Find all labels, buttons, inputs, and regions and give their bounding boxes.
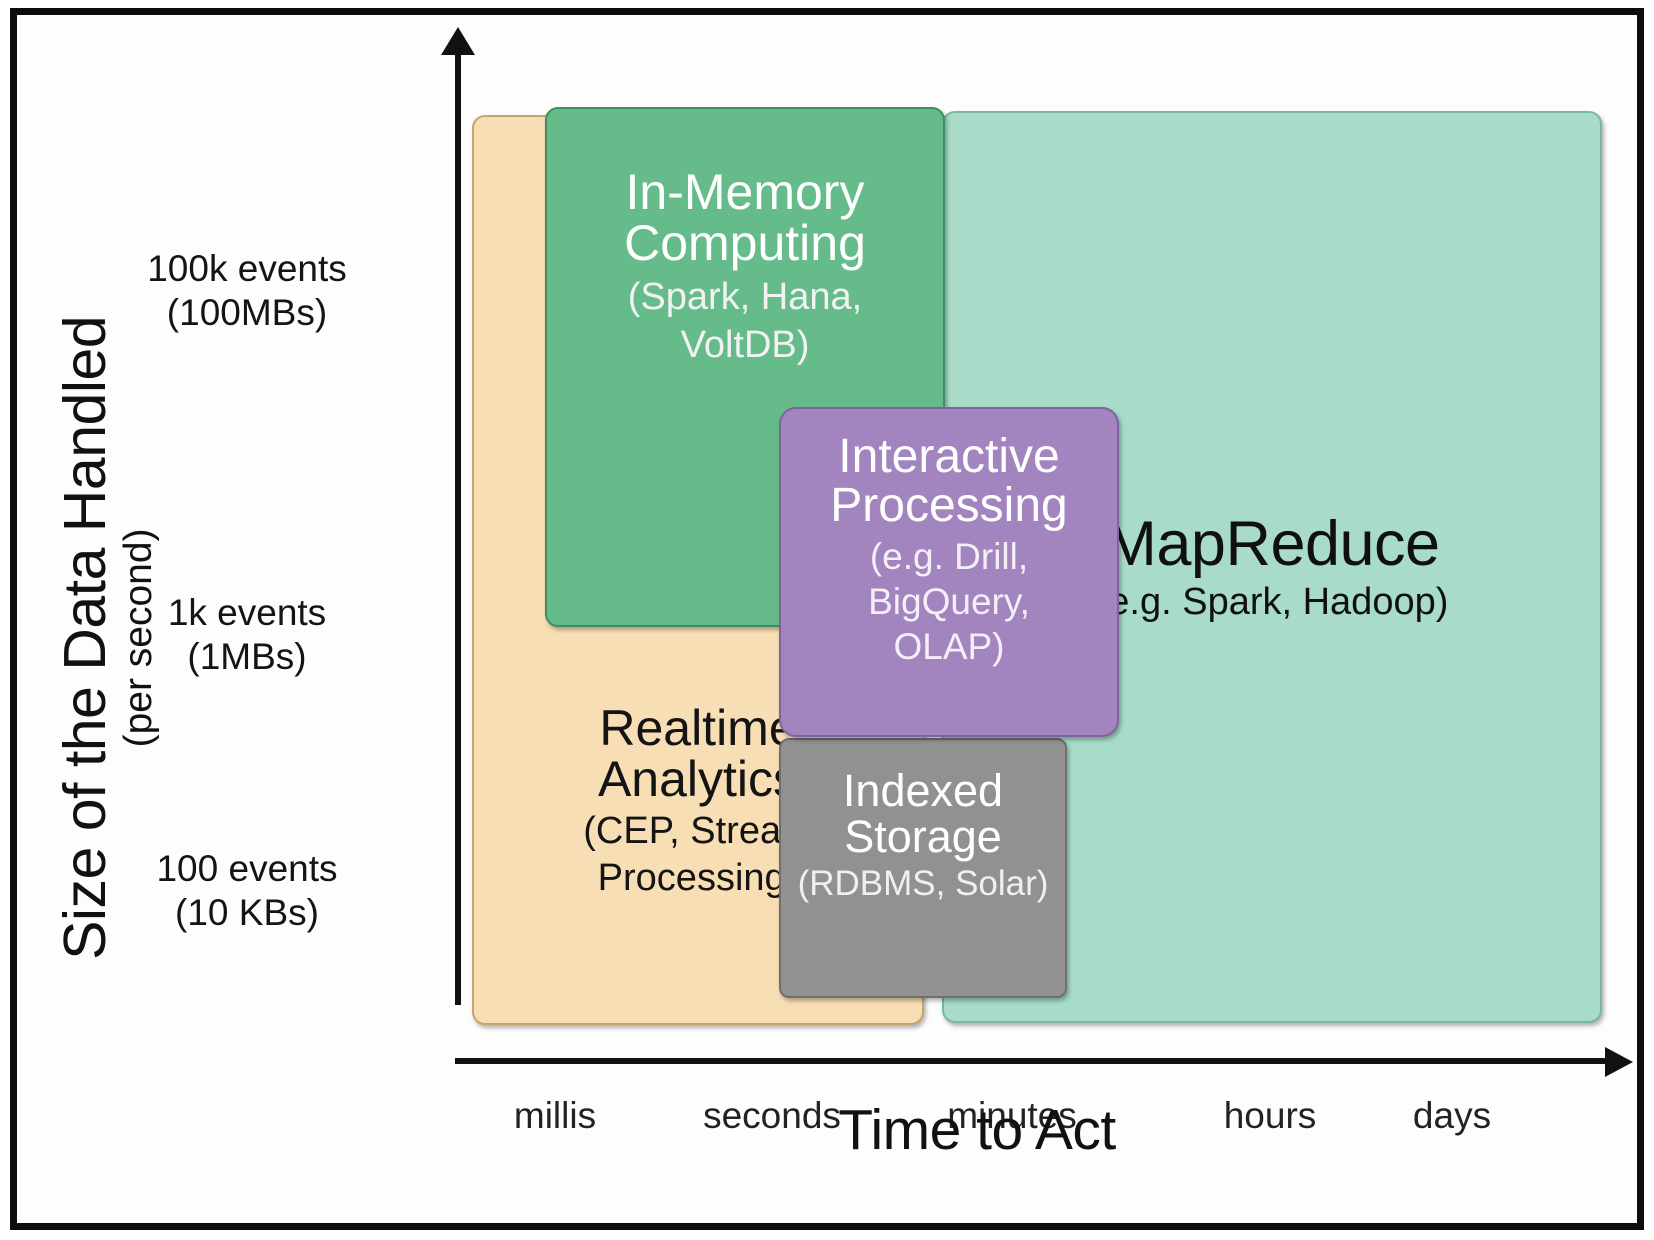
y-tick-100-events: 100 events (10 KBs) <box>82 847 412 936</box>
region-interactive-processing[interactable]: Interactive Processing (e.g. Drill, BigQ… <box>779 407 1119 737</box>
region-realtime-analytics-title-line1: Realtime <box>599 700 797 757</box>
y-tick-1k-events: 1k events (1MBs) <box>82 591 412 680</box>
y-tick-100-events-line1: 100 events <box>156 848 338 889</box>
region-in-memory-computing-title-line2: Computing <box>624 215 866 271</box>
region-realtime-analytics-sub-line2: Processing) <box>597 856 799 899</box>
x-axis-line <box>455 1058 1612 1064</box>
region-in-memory-computing-sub-line2: VoltDB) <box>680 324 810 367</box>
region-mapreduce-title-line1: MapReduce <box>1104 508 1440 579</box>
y-tick-100k-events: 100k events (100MBs) <box>82 247 412 336</box>
y-tick-1k-events-line2: (1MBs) <box>187 636 307 678</box>
y-tick-100k-events-line2: (100MBs) <box>166 292 328 334</box>
region-interactive-processing-sub-line3: OLAP) <box>893 626 1005 668</box>
y-tick-1k-events-line1: 1k events <box>167 592 327 633</box>
x-tick-days: days <box>1412 1095 1492 1136</box>
region-indexed-storage-sub-line1: (RDBMS, Solar) <box>797 863 1049 903</box>
region-mapreduce-sub-line1: (e.g. Spark, Hadoop) <box>1095 580 1449 623</box>
region-interactive-processing-title-line2: Processing <box>830 478 1068 532</box>
region-indexed-storage-title-line2: Storage <box>844 810 1002 862</box>
y-tick-100k-events-line1: 100k events <box>147 248 347 289</box>
diagram-frame: Size of the Data Handled (per second) 10… <box>10 8 1644 1230</box>
y-axis-arrow-icon <box>441 27 475 55</box>
region-interactive-processing-title-line1: Interactive <box>838 430 1060 483</box>
x-tick-millis: millis <box>513 1095 597 1136</box>
y-tick-100-events-line2: (10 KBs) <box>175 892 319 934</box>
region-indexed-storage[interactable]: Indexed Storage (RDBMS, Solar) <box>779 738 1067 998</box>
region-realtime-analytics-title-line2: Analytics <box>597 751 799 808</box>
x-tick-minutes: minutes <box>947 1095 1077 1136</box>
region-interactive-processing-sub-line2: BigQuery, <box>868 581 1030 623</box>
x-axis-title: Time to Act <box>838 1098 1116 1162</box>
x-axis-arrow-icon <box>1605 1047 1633 1077</box>
region-realtime-analytics-sub-line1: (CEP, Stream <box>583 810 813 853</box>
region-indexed-storage-title-line1: Indexed <box>842 765 1004 816</box>
y-axis-line <box>455 45 461 1005</box>
region-in-memory-computing-title-line1: In-Memory <box>625 164 865 220</box>
region-in-memory-computing-sub-line1: (Spark, Hana, <box>627 276 863 318</box>
region-interactive-processing-sub-line1: (e.g. Drill, <box>869 535 1029 577</box>
x-tick-hours: hours <box>1223 1095 1317 1136</box>
x-tick-seconds: seconds <box>703 1095 841 1136</box>
